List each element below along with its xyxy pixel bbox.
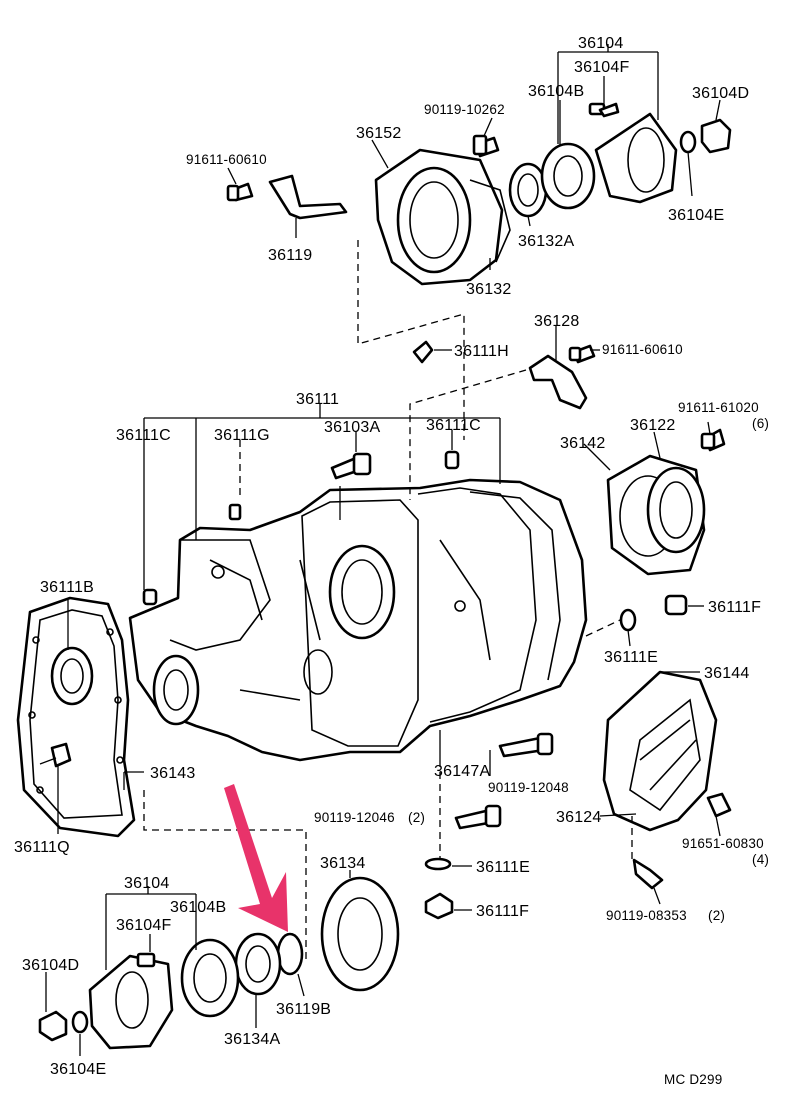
label-36144: 36144 <box>704 665 750 682</box>
label-36104B-bottom: 36104B <box>170 899 226 916</box>
plug-36111Q <box>39 742 72 768</box>
label-36147A: 36147A <box>434 763 490 780</box>
plug-36111C-left <box>142 588 158 606</box>
label-qty-4: (4) <box>752 852 769 867</box>
label-36111Q: 36111Q <box>14 839 70 856</box>
label-36104E-bottom: 36104E <box>50 1061 106 1078</box>
flange-36104-top <box>540 102 678 210</box>
nut-36104D-bottom <box>38 1010 68 1042</box>
washer-36111E-right <box>619 608 637 632</box>
label-90119-12048: 90119-12048 <box>488 780 569 795</box>
label-36111H: 36111H <box>454 343 509 360</box>
label-36104E-top: 36104E <box>668 207 724 224</box>
label-36104-bottom: 36104 <box>124 875 170 892</box>
label-36104-top: 36104 <box>578 35 624 52</box>
breather-36111H <box>412 340 434 364</box>
washer-36111E-lower <box>424 857 452 871</box>
label-36111C-right: 36111C <box>426 417 481 434</box>
label-36142: 36142 <box>560 435 606 452</box>
bolt-90119-08353 <box>632 858 664 890</box>
plug-36111F-right <box>664 594 688 616</box>
bolt-90119-10262 <box>472 134 500 158</box>
bolt-91611-60610-mid <box>568 344 596 364</box>
label-36103A: 36103A <box>324 419 380 436</box>
label-36104B-top: 36104B <box>528 83 584 100</box>
pointer-arrow <box>224 784 288 932</box>
label-36111F-right: 36111F <box>708 599 761 616</box>
label-36111G: 36111G <box>214 427 270 444</box>
label-91611-60610-mid: 91611-60610 <box>602 342 683 357</box>
leader-lines <box>45 44 721 1056</box>
washer-36104E-bottom <box>71 1010 89 1034</box>
label-36119: 36119 <box>268 247 312 264</box>
label-36134: 36134 <box>320 855 366 872</box>
adapter-36122 <box>646 466 706 554</box>
label-36128: 36128 <box>534 313 580 330</box>
pin-36111G <box>228 503 242 521</box>
bracket-36128 <box>528 354 588 410</box>
transfer-case-36111 <box>128 478 588 762</box>
label-36152: 36152 <box>356 125 402 142</box>
bracket-36119 <box>268 174 348 220</box>
label-36104F-top: 36104F <box>574 59 629 76</box>
label-qty-6: (6) <box>752 416 769 431</box>
label-36134A: 36134A <box>224 1031 280 1048</box>
bolt-90119-12048 <box>498 732 554 758</box>
label-36124: 36124 <box>556 809 602 826</box>
plug-36111F-lower <box>424 892 454 920</box>
label-36111B: 36111B <box>40 579 94 596</box>
plug-36111C-right <box>444 450 460 470</box>
label-qty-2a: (2) <box>408 810 425 825</box>
label-36104D-top: 36104D <box>692 85 749 102</box>
snap-ring-36119B <box>276 932 304 976</box>
label-qty-2b: (2) <box>708 908 725 923</box>
label-90119-10262: 90119-10262 <box>424 102 505 117</box>
flange-36104-bottom <box>88 952 174 1050</box>
footer-diagram-code: MC D299 <box>664 1072 722 1087</box>
bolt-36103A <box>330 452 372 480</box>
label-36104D-bottom: 36104D <box>22 957 79 974</box>
cover-36144 <box>602 670 718 832</box>
nut-36104D-top <box>700 118 732 154</box>
bolt-91611-61020 <box>700 428 726 452</box>
label-36122: 36122 <box>630 417 676 434</box>
label-36111: 36111 <box>296 391 339 408</box>
label-36111F-lower: 36111F <box>476 903 529 920</box>
bolt-91651-60830 <box>706 792 732 818</box>
label-91611-60610-top: 91611-60610 <box>186 152 267 167</box>
label-36111E-lower: 36111E <box>476 859 530 876</box>
bearing-36134A <box>234 932 282 996</box>
label-36111C-left: 36111C <box>116 427 171 444</box>
bolt-91611-60610-top <box>226 182 254 202</box>
label-36111E-right: 36111E <box>604 649 658 666</box>
bearing-36132A <box>508 162 548 218</box>
bearing-36134 <box>320 876 400 992</box>
label-90119-12046: 90119-12046 <box>314 810 395 825</box>
label-36132: 36132 <box>466 281 512 298</box>
bolt-90119-12046 <box>454 804 502 830</box>
label-91611-61020: 91611-61020 <box>678 400 759 415</box>
label-91651-60830: 91651-60830 <box>682 836 764 851</box>
part-labels: 36104 36104F 36104B 36104D 36104E 90119-… <box>14 35 769 1087</box>
washer-36104E-top <box>679 130 697 154</box>
label-90119-08353: 90119-08353 <box>606 908 687 923</box>
label-36143: 36143 <box>150 765 196 782</box>
gasket-36143 <box>16 596 136 838</box>
seal-36104B-bottom <box>180 938 240 1018</box>
label-36104F-bottom: 36104F <box>116 917 171 934</box>
front-housing-36152 <box>374 148 511 286</box>
label-36119B: 36119B <box>276 1001 331 1018</box>
label-36132A: 36132A <box>518 233 574 250</box>
oil-seal-36111B <box>50 646 94 706</box>
